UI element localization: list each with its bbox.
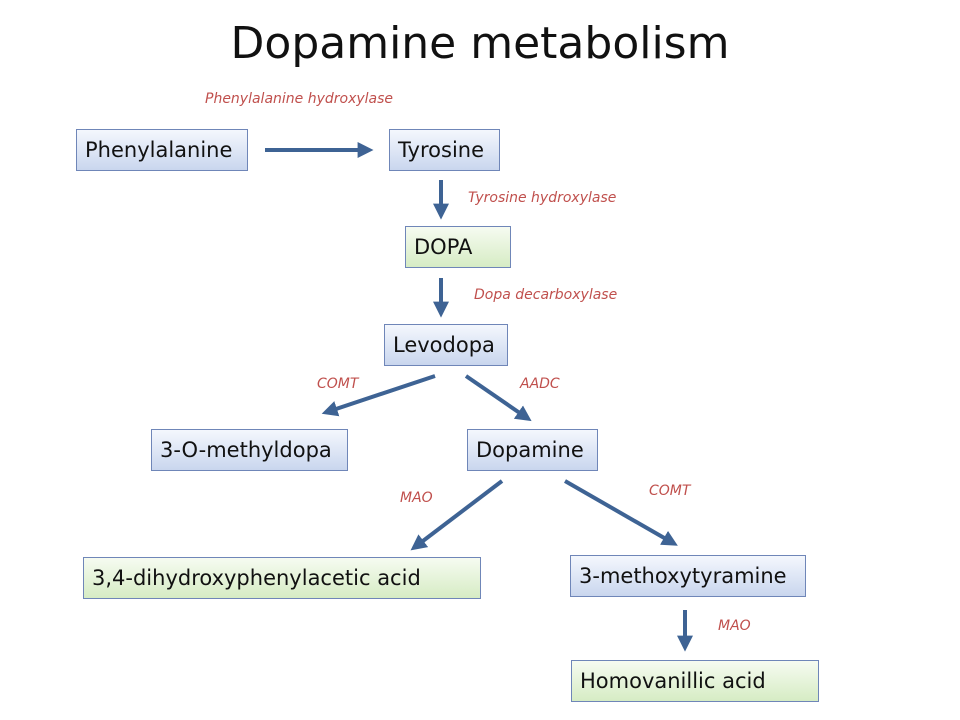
enzyme-label-mao-methoxytyramine: MAO bbox=[718, 618, 751, 634]
node-phenylalanine: Phenylalanine bbox=[76, 129, 248, 171]
page-title: Dopamine metabolism bbox=[230, 18, 730, 69]
enzyme-label-tyrosine-hydroxylase: Tyrosine hydroxylase bbox=[468, 190, 617, 206]
node-3-methoxytyramine: 3-methoxytyramine bbox=[570, 555, 806, 597]
enzyme-label-phenylalanine-hydroxylase: Phenylalanine hydroxylase bbox=[205, 91, 394, 107]
enzyme-label-aadc: AADC bbox=[520, 376, 560, 392]
node-dopac: 3,4-dihydroxyphenylacetic acid bbox=[83, 557, 481, 599]
arrow-levodopa-to-o-methyldopa bbox=[321, 374, 436, 417]
node-3-o-methyldopa: 3-O-methyldopa bbox=[151, 429, 348, 471]
node-homovanillic-acid: Homovanillic acid bbox=[571, 660, 819, 702]
node-tyrosine: Tyrosine bbox=[389, 129, 500, 171]
node-dopamine: Dopamine bbox=[467, 429, 598, 471]
enzyme-label-comt-dopamine: COMT bbox=[649, 483, 691, 499]
node-levodopa: Levodopa bbox=[384, 324, 508, 366]
arrow-dopamine-to-methoxytyramine bbox=[564, 479, 678, 546]
node-dopa: DOPA bbox=[405, 226, 511, 268]
arrow-levodopa-to-dopamine bbox=[464, 374, 532, 422]
arrow-dopamine-to-dopac bbox=[410, 479, 504, 551]
enzyme-label-dopa-decarboxylase: Dopa decarboxylase bbox=[474, 287, 618, 303]
enzyme-label-mao-dopamine: MAO bbox=[400, 490, 433, 506]
enzyme-label-comt-levodopa: COMT bbox=[317, 376, 359, 392]
